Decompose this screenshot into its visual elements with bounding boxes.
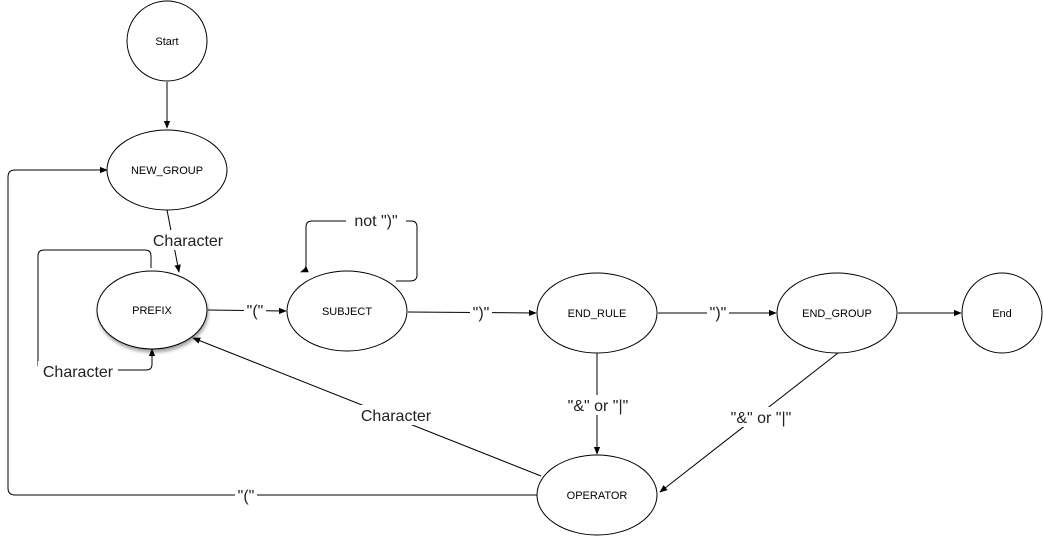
node-label-start: Start — [155, 36, 178, 48]
edge-prefix-subject: "(" — [207, 300, 287, 320]
node-end-group: END_GROUP — [776, 272, 898, 354]
edge-label-operator-prefix: Character — [361, 408, 432, 425]
node-label-subject: SUBJECT — [322, 306, 372, 318]
node-label-prefix: PREFIX — [132, 305, 172, 317]
node-label-end-group: END_GROUP — [802, 308, 872, 320]
node-label-new-group: NEW_GROUP — [131, 165, 203, 177]
edge-operator-new-group: "(" — [7, 166, 538, 505]
node-label-end: End — [992, 308, 1012, 320]
node-operator: OPERATOR — [536, 454, 658, 536]
node-subject: SUBJECT — [286, 270, 408, 352]
edge-end-group-operator: "&" or "|" — [659, 352, 839, 493]
node-new-group: NEW_GROUP — [106, 129, 228, 211]
node-end-rule: END_RULE — [536, 272, 658, 354]
edge-label-subject-end-rule: ")" — [473, 305, 490, 322]
edge-label-new-group-prefix: Character — [153, 233, 224, 250]
edge-label-operator-new-group: "(" — [238, 488, 255, 505]
edge-end-rule-operator: "&" or "|" — [560, 353, 636, 455]
edge-end-rule-end-group: ")" — [658, 302, 777, 322]
edge-label-end-rule-operator: "&" or "|" — [568, 398, 629, 415]
edge-label-end-rule-end-group: ")" — [710, 305, 727, 322]
edge-label-subject-self-loop: not ")" — [354, 213, 397, 230]
edge-label-prefix-subject: "(" — [247, 303, 264, 320]
node-label-operator: OPERATOR — [567, 490, 628, 502]
edge-new-group-prefix: Character — [146, 209, 230, 273]
node-prefix: PREFIX — [96, 270, 208, 350]
edge-subject-self-loop: not ")" — [300, 210, 418, 282]
edge-subject-end-rule: ")" — [407, 302, 537, 322]
edge-prefix-self-loop: Character — [37, 249, 156, 381]
edge-label-prefix-self-loop: Character — [43, 364, 114, 381]
node-start: Start — [126, 0, 208, 82]
node-end: End — [961, 272, 1043, 354]
edge-operator-prefix: Character — [192, 337, 542, 477]
node-label-end-rule: END_RULE — [568, 308, 627, 320]
edge-label-end-group-operator: "&" or "|" — [731, 410, 792, 427]
